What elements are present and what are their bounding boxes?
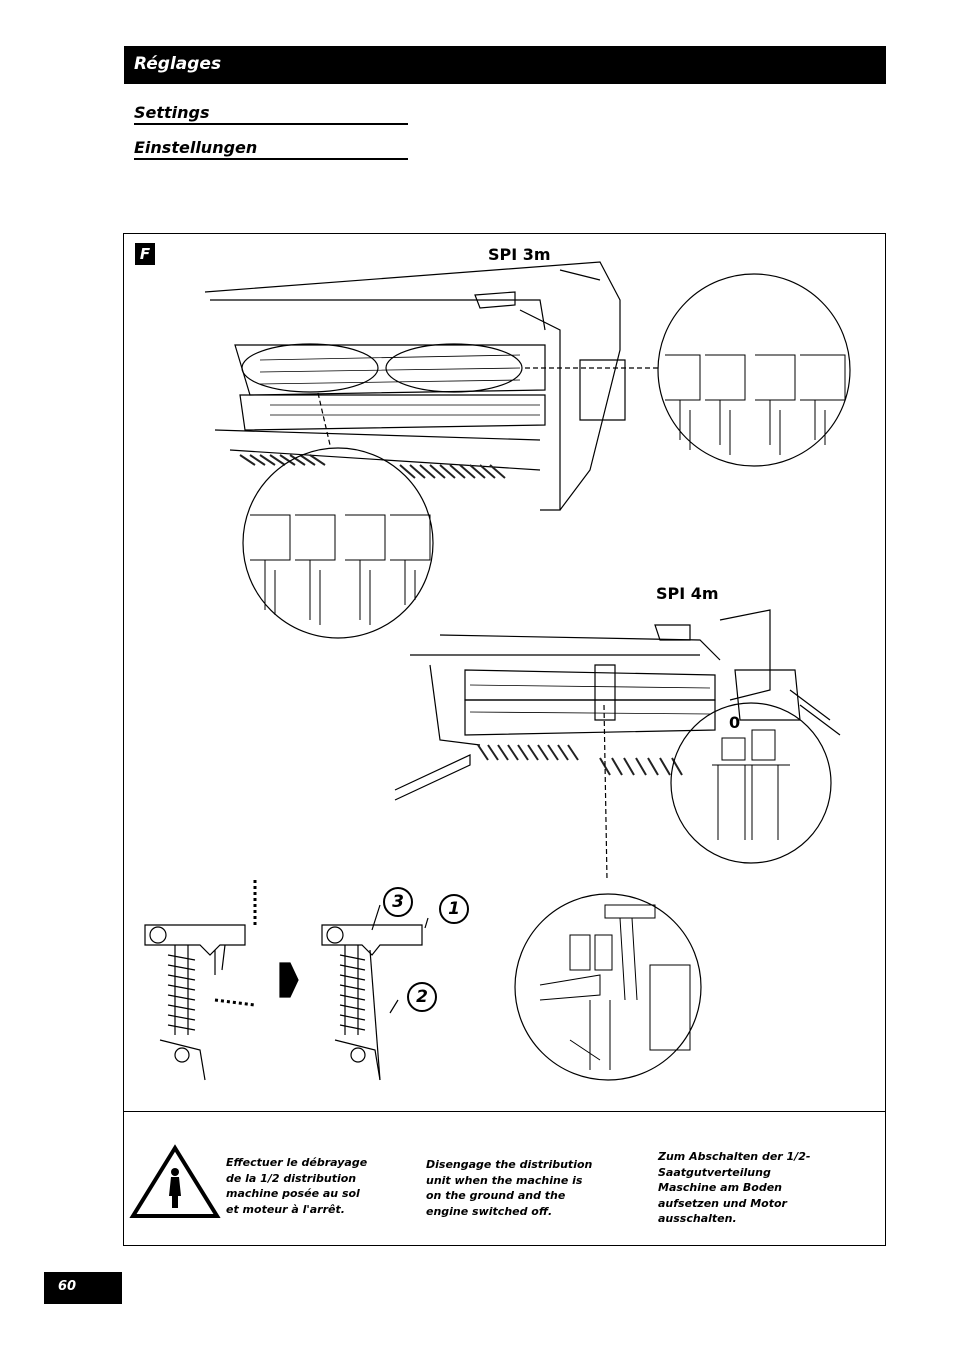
callout-2: 2: [407, 982, 437, 1012]
figure-label: F: [135, 243, 155, 265]
label-spi-3m: SPI 3m: [488, 245, 551, 264]
lever-diagram-after: [321, 904, 429, 1081]
spi-3m-detail-circle-left: [242, 447, 434, 639]
label-spi-4m: SPI 4m: [656, 584, 719, 603]
spi-4m-detail-circle: [670, 702, 832, 864]
page-number: 60: [58, 1279, 77, 1294]
note-german: Zum Abschalten der 1/2-Saatgutverteilung…: [658, 1150, 811, 1225]
lever-detail-circle: [514, 893, 702, 1081]
figure-divider: [124, 1111, 885, 1112]
spi-4m-machine-drawing: [394, 609, 841, 881]
warning-triangle-icon: [129, 1144, 221, 1218]
subtitle-einstellungen: Einstellungen: [134, 138, 408, 160]
note-english: Disengage the distribution unit when the…: [426, 1158, 593, 1218]
spi-3m-machine-drawing: [204, 261, 658, 511]
figure-frame: [123, 233, 886, 1246]
section-title: Réglages: [134, 54, 222, 74]
label-position-zero: 0: [729, 713, 741, 732]
spi-3m-detail-circle-right: [657, 273, 851, 467]
section-header-bar: Réglages: [124, 46, 886, 84]
subtitle-settings: Settings: [134, 103, 408, 125]
lever-diagram-before: [144, 880, 257, 1081]
transition-arrow-icon: [279, 962, 299, 998]
page-number-box: 60: [44, 1272, 122, 1304]
callout-3: 3: [383, 887, 413, 917]
callout-1: 1: [439, 894, 469, 924]
note-french: Effectuer le débrayage de la 1/2 distrib…: [226, 1156, 368, 1216]
